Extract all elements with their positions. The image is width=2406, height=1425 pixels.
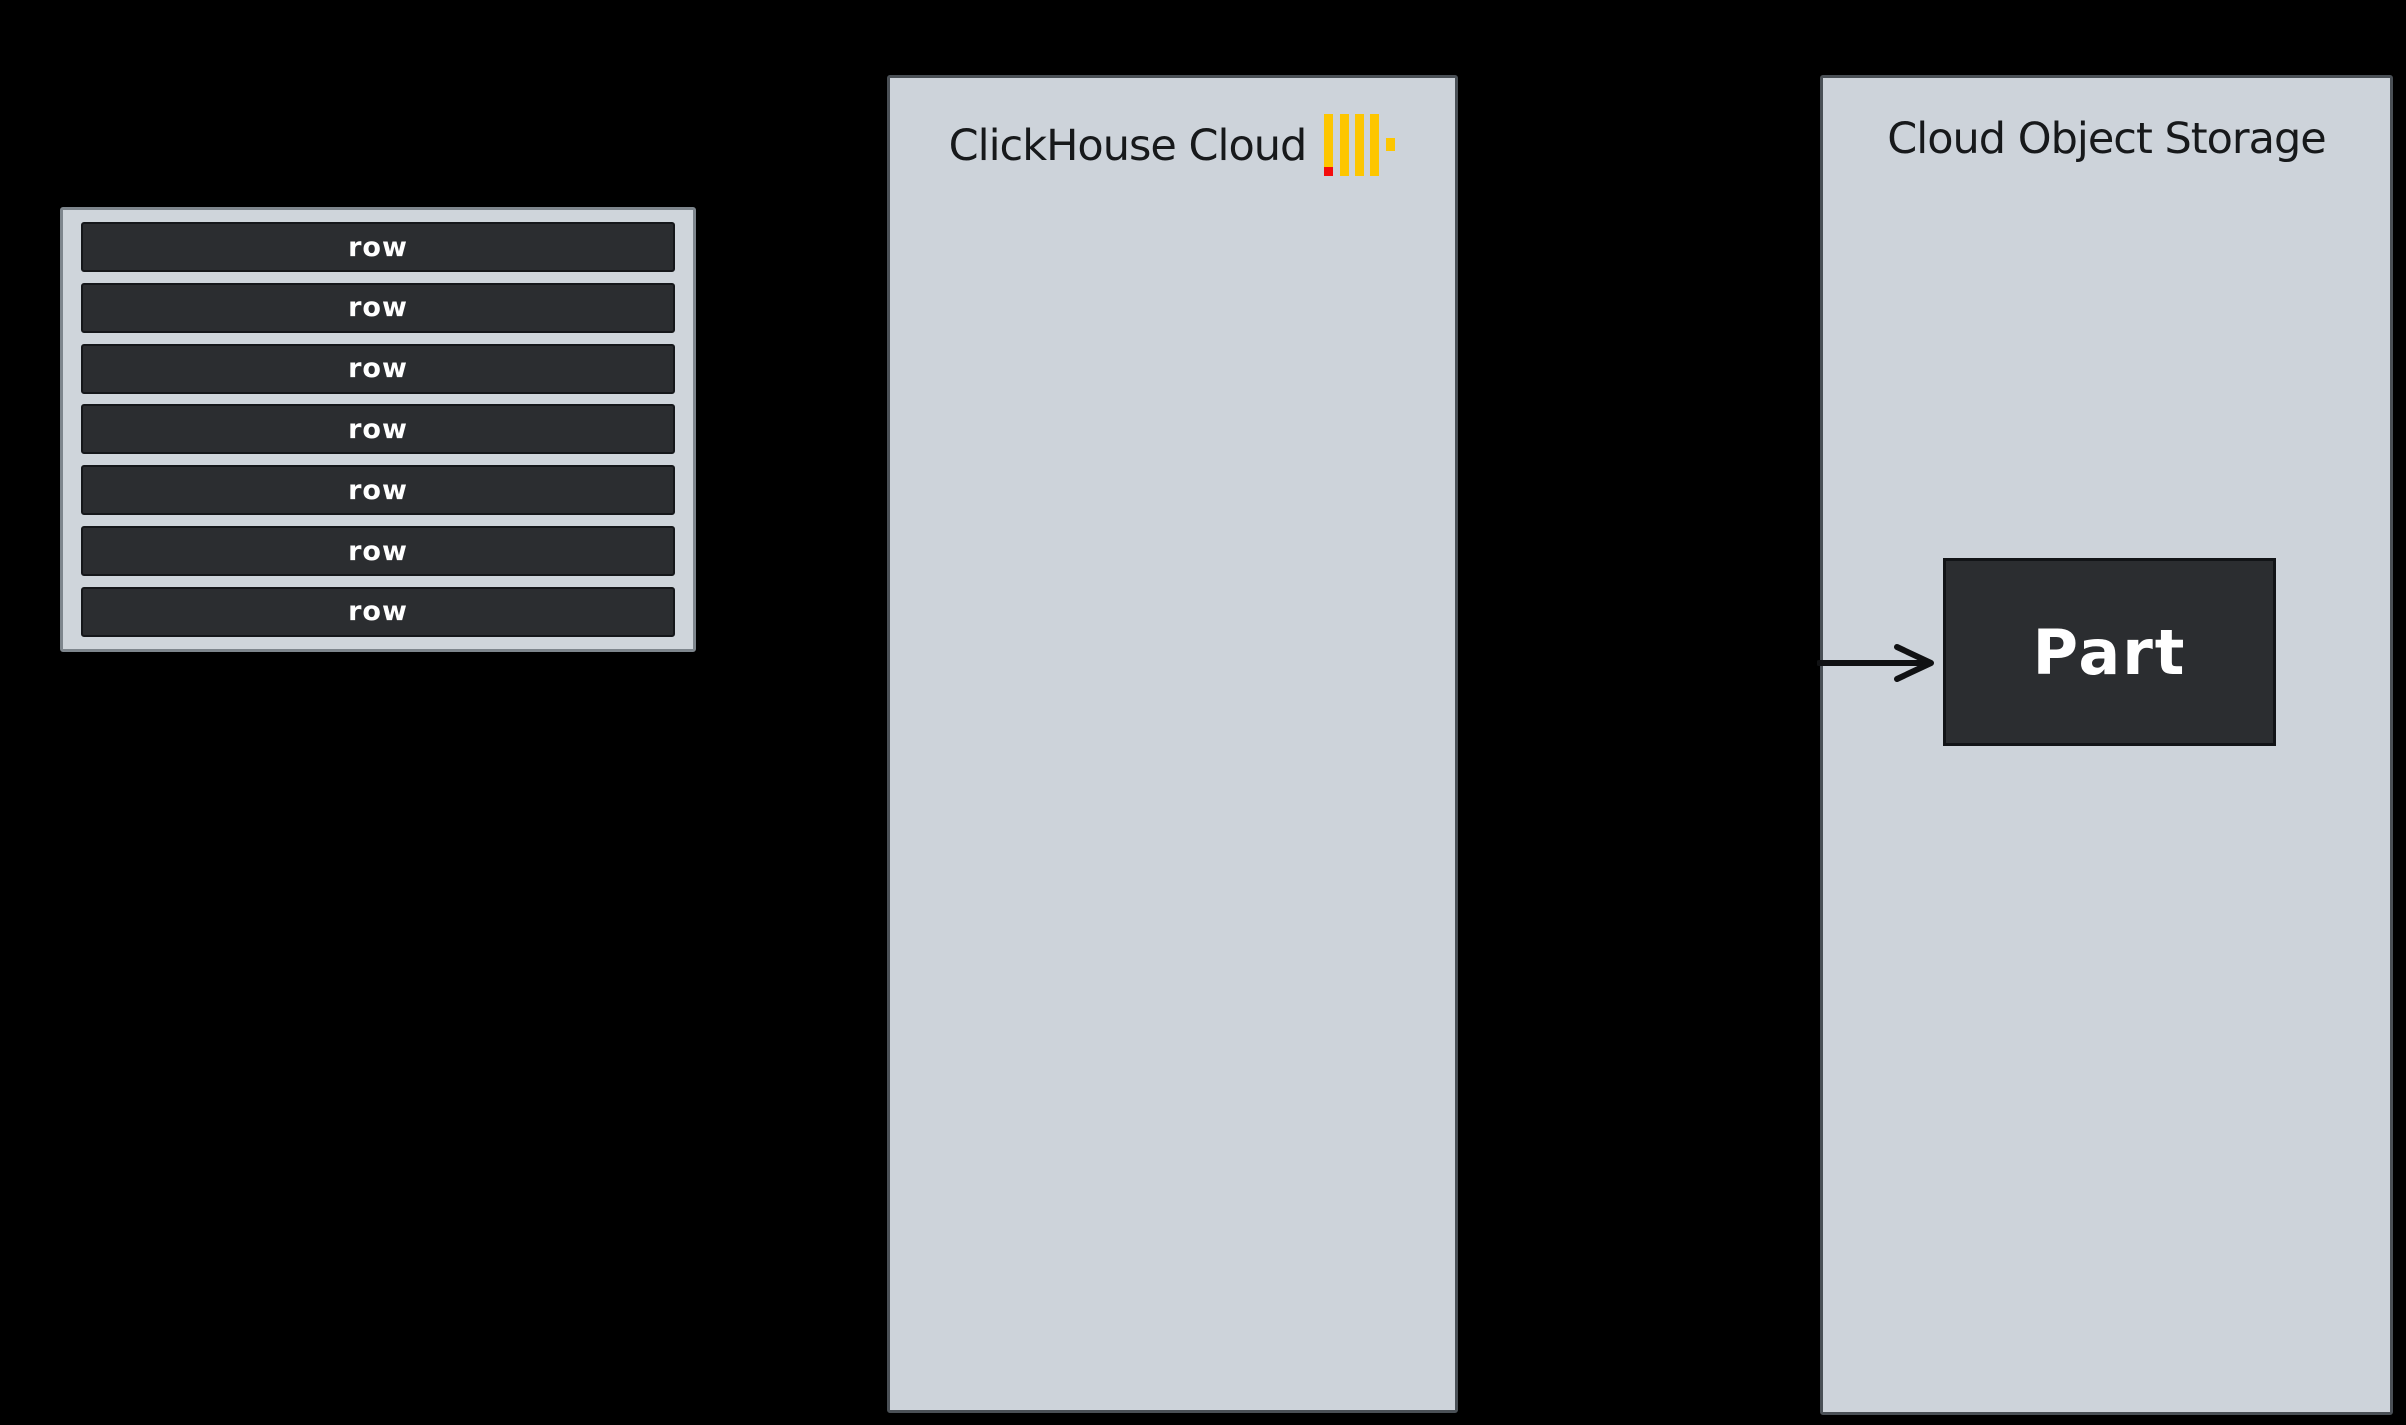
table-row: row	[81, 586, 675, 637]
row-label: row	[348, 474, 408, 506]
clickhouse-cloud-panel: ClickHouse Cloud	[887, 75, 1458, 1413]
cloud-object-storage-header: Cloud Object Storage	[1823, 114, 2390, 164]
row-label: row	[348, 596, 408, 628]
row-label: row	[348, 231, 408, 263]
row-label: row	[348, 292, 408, 324]
table-row: row	[81, 282, 675, 333]
table-row: row	[81, 404, 675, 455]
part-box: Part	[1943, 558, 2276, 746]
table-row: row	[81, 465, 675, 516]
row-label: row	[348, 413, 408, 445]
table-row: row	[81, 526, 675, 577]
row-label: row	[348, 353, 408, 385]
part-label: Part	[2032, 615, 2187, 689]
cloud-object-storage-title: Cloud Object Storage	[1887, 114, 2326, 164]
clickhouse-cloud-title: ClickHouse Cloud	[948, 121, 1308, 171]
table-row: row	[81, 222, 675, 272]
cloud-object-storage-panel: Cloud Object Storage Part	[1820, 75, 2393, 1415]
table-row: row	[81, 343, 675, 394]
clickhouse-logo-icon	[1324, 114, 1396, 176]
clickhouse-cloud-header: ClickHouse Cloud	[890, 114, 1455, 178]
row-label: row	[348, 535, 408, 567]
arrow-icon	[1817, 644, 1934, 682]
rows-table: row row row row row row row	[60, 207, 696, 652]
